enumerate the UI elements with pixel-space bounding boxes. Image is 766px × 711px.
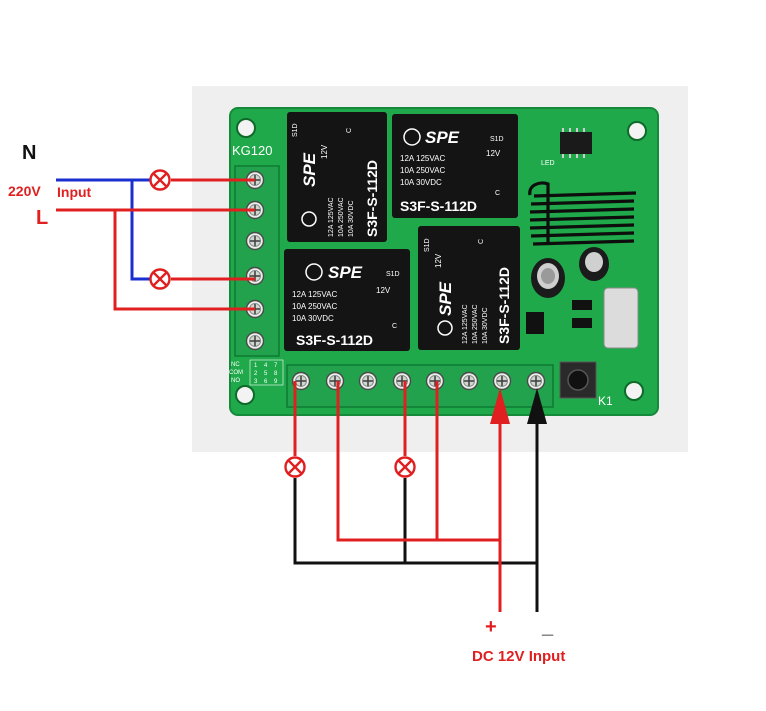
svg-text:2: 2	[254, 371, 258, 377]
svg-text:7: 7	[274, 363, 278, 369]
svg-text:S1D: S1D	[386, 271, 400, 278]
screw-terminal-icon[interactable]	[325, 371, 345, 391]
screw-terminal-icon[interactable]	[492, 371, 512, 391]
svg-text:S3F-S-112D: S3F-S-112D	[296, 332, 373, 348]
red-com-bus	[336, 381, 500, 542]
svg-text:C: C	[478, 239, 485, 244]
svg-text:10A 30VDC: 10A 30VDC	[400, 178, 442, 187]
voltage-label: 220V	[8, 183, 41, 199]
svg-text:S1D: S1D	[424, 238, 431, 252]
push-button-icon[interactable]	[559, 361, 597, 399]
screw-terminal-icon[interactable]	[459, 371, 479, 391]
svg-text:12V: 12V	[376, 286, 391, 295]
relay-brand: SPE	[425, 128, 460, 147]
svg-text:8: 8	[274, 371, 278, 377]
wiring	[56, 178, 539, 612]
screw-terminal-icon[interactable]	[425, 371, 445, 391]
capacitor-icon	[531, 258, 565, 298]
svg-text:NC: NC	[231, 362, 240, 368]
terminal-legend: NC COM NO 1 4 7 2 5 8 3 6 9	[229, 359, 284, 386]
svg-text:12A 125VAC: 12A 125VAC	[462, 304, 469, 344]
svg-text:10A 250VAC: 10A 250VAC	[400, 166, 445, 175]
neutral-wire	[56, 178, 150, 281]
ac-input-label: Input	[57, 184, 92, 200]
lamp-icon	[149, 268, 171, 290]
arrow-up-icon	[490, 388, 510, 424]
svg-text:12V: 12V	[486, 149, 501, 158]
live-wire-terminal5	[113, 210, 255, 311]
relay-2: SPE S1D 12V 12A 125VAC 10A 250VAC 10A 30…	[392, 114, 518, 218]
lamp-icon	[284, 456, 306, 478]
relay-logo-icon	[437, 320, 453, 336]
svg-text:S3F-S-112D: S3F-S-112D	[496, 267, 512, 344]
svg-text:12A 125VAC: 12A 125VAC	[328, 197, 335, 237]
svg-text:10A 250VAC: 10A 250VAC	[338, 197, 345, 237]
svg-text:S1D: S1D	[292, 123, 299, 137]
svg-text:COM: COM	[229, 370, 243, 376]
svg-text:12A 125VAC: 12A 125VAC	[292, 290, 337, 299]
relay-3: SPE S1D 12V 12A 125VAC 10A 250VAC 10A 30…	[284, 249, 410, 351]
relay-logo-icon	[301, 211, 317, 227]
bottom-terminal-block	[286, 364, 554, 408]
receiver-module: LED K1	[526, 128, 639, 408]
board-model-label: KG120	[232, 143, 272, 158]
legend-grid: 1 4 7 2 5 8 3 6 9	[249, 359, 284, 386]
relay-brand: SPE	[436, 281, 455, 316]
svg-text:S3F-S-112D: S3F-S-112D	[364, 160, 380, 237]
screw-terminal-icon[interactable]	[245, 331, 265, 351]
relay-4: SPE S1D 12V 12A 125VAC 10A 250VAC 10A 30…	[418, 226, 520, 350]
svg-text:S3F-S-112D: S3F-S-112D	[400, 198, 477, 214]
svg-text:NO: NO	[231, 378, 240, 384]
svg-text:C: C	[392, 323, 397, 330]
svg-text:9: 9	[274, 379, 278, 385]
relay-brand: SPE	[300, 152, 319, 187]
svg-text:10A 30VDC: 10A 30VDC	[348, 200, 355, 237]
svg-text:3: 3	[254, 379, 258, 385]
svg-text:10A 30VDC: 10A 30VDC	[482, 307, 489, 344]
relay-brand: SPE	[328, 263, 363, 282]
lamp-icon	[149, 169, 171, 191]
left-terminal-block	[234, 165, 280, 357]
live-label: L	[36, 207, 49, 229]
button-label: K1	[598, 394, 613, 408]
svg-text:10A 250VAC: 10A 250VAC	[472, 304, 479, 344]
svg-text:10A 30VDC: 10A 30VDC	[292, 314, 334, 323]
crystal-oscillator	[603, 287, 639, 349]
relay-1: SPE 12V 12A 125VAC 10A 250VAC 10A 30VDC …	[287, 112, 387, 242]
relay-logo-icon	[403, 128, 421, 146]
dc-input-label: DC 12V Input	[472, 648, 566, 665]
svg-text:6: 6	[264, 379, 268, 385]
bottom-black-return	[293, 478, 537, 565]
mounting-holes	[235, 118, 647, 405]
screw-terminal-icon[interactable]	[245, 231, 265, 251]
screw-terminal-icon[interactable]	[245, 266, 265, 286]
lamp-icon	[394, 456, 416, 478]
capacitor-icon	[579, 247, 609, 281]
svg-text:C: C	[495, 190, 500, 197]
svg-text:12A 125VAC: 12A 125VAC	[400, 154, 445, 163]
screw-terminal-icon[interactable]	[526, 371, 546, 391]
neutral-label: N	[22, 142, 37, 164]
led-label: LED	[541, 160, 555, 167]
svg-text:12V: 12V	[434, 253, 443, 268]
svg-text:S1D: S1D	[490, 136, 504, 143]
screw-terminal-icon[interactable]	[392, 371, 412, 391]
svg-text:10A 250VAC: 10A 250VAC	[292, 302, 337, 311]
svg-text:5: 5	[264, 371, 268, 377]
screw-terminal-icon[interactable]	[358, 371, 378, 391]
antenna-coil-icon	[528, 181, 637, 246]
relay-logo-icon	[305, 263, 323, 281]
decoder-chip	[560, 132, 592, 154]
svg-text:C: C	[346, 128, 353, 133]
positive-label: +	[485, 616, 497, 638]
svg-text:1: 1	[254, 363, 258, 369]
negative-label: _	[542, 616, 554, 638]
svg-text:12V: 12V	[320, 144, 329, 159]
arrow-up-icon	[527, 388, 547, 424]
svg-text:4: 4	[264, 363, 268, 369]
